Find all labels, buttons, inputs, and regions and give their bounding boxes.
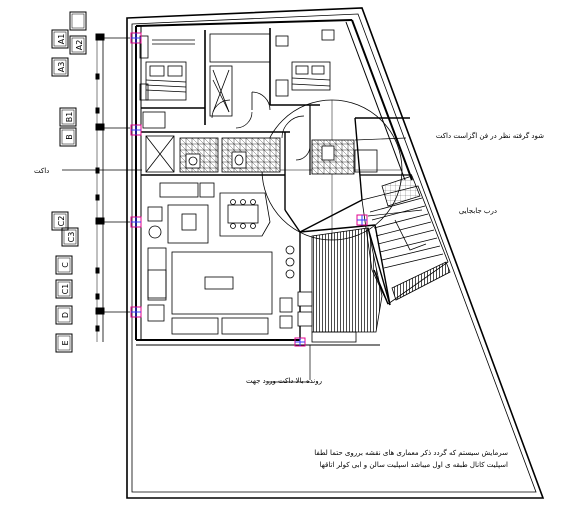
axis-tag: C	[55, 255, 73, 275]
duct-label: داکت	[34, 167, 49, 175]
axis-tag: A2	[69, 35, 87, 55]
living-furniture	[147, 182, 295, 335]
kitchen-deck	[297, 227, 383, 343]
stair-walls	[299, 117, 391, 306]
axis-tag-label: C3	[67, 232, 76, 243]
axis-tag-label: D	[61, 312, 70, 318]
axis-tag: A1	[51, 29, 69, 49]
bedroom-left	[139, 35, 195, 129]
axis-tag: B	[59, 127, 77, 147]
axis-tag-label: C	[61, 262, 70, 268]
lot-boundary	[126, 7, 545, 499]
column-marker	[130, 124, 142, 136]
staircase	[361, 175, 451, 305]
axis-tag: C1	[55, 279, 73, 299]
axis-tag-label: A2	[75, 40, 84, 51]
column-marker	[130, 306, 142, 318]
bathroom-three	[311, 139, 355, 175]
axis-tag: C2	[51, 211, 69, 231]
axis-tag-label: A3	[57, 62, 66, 73]
duct-direction-label: رونده بالا داکت ورود جهت	[246, 377, 322, 385]
leader-lines	[62, 137, 423, 383]
bedroom-middle	[209, 33, 271, 117]
axis-tag-label: C1	[61, 284, 70, 295]
axis-tag-label: B1	[65, 112, 74, 123]
column-marker	[130, 216, 142, 228]
axis-tag: D	[55, 305, 73, 325]
bedroom-right	[275, 29, 335, 97]
bathroom-two	[221, 137, 281, 173]
column-marker	[356, 214, 368, 226]
axis-grid-lines	[95, 33, 130, 342]
axis-tags: A3 A2 A1 B1 B C2 C3 C	[51, 11, 87, 353]
column-marker	[130, 32, 142, 44]
axis-tag	[69, 11, 87, 31]
opening-direction-label: درب جابجایی	[459, 207, 497, 215]
notes-line-2: اسپلیت کانال طبقه ی اول میباشد اسپلیت سا…	[320, 461, 508, 469]
axis-tag: C3	[61, 227, 79, 247]
axis-tag: A3	[51, 57, 69, 77]
axis-tag-label: C2	[57, 216, 66, 227]
column-markers	[130, 32, 368, 347]
exhaust-shaft-label: شود گرفته نظر در فن اگزاست داکت	[436, 131, 544, 140]
axis-tag-label: B	[65, 134, 74, 140]
door-swings	[211, 99, 311, 161]
axis-tag-label: E	[61, 340, 70, 345]
notes-line-1: سرمایش سیستم که گردد ذکر معماری های نقشه…	[314, 448, 508, 457]
axis-tag-label: A1	[57, 34, 66, 45]
axis-tag: B1	[59, 107, 77, 127]
bathroom-one	[179, 137, 219, 173]
axis-tag: E	[55, 333, 73, 353]
shaft-box	[145, 135, 378, 173]
column-marker	[294, 337, 306, 347]
